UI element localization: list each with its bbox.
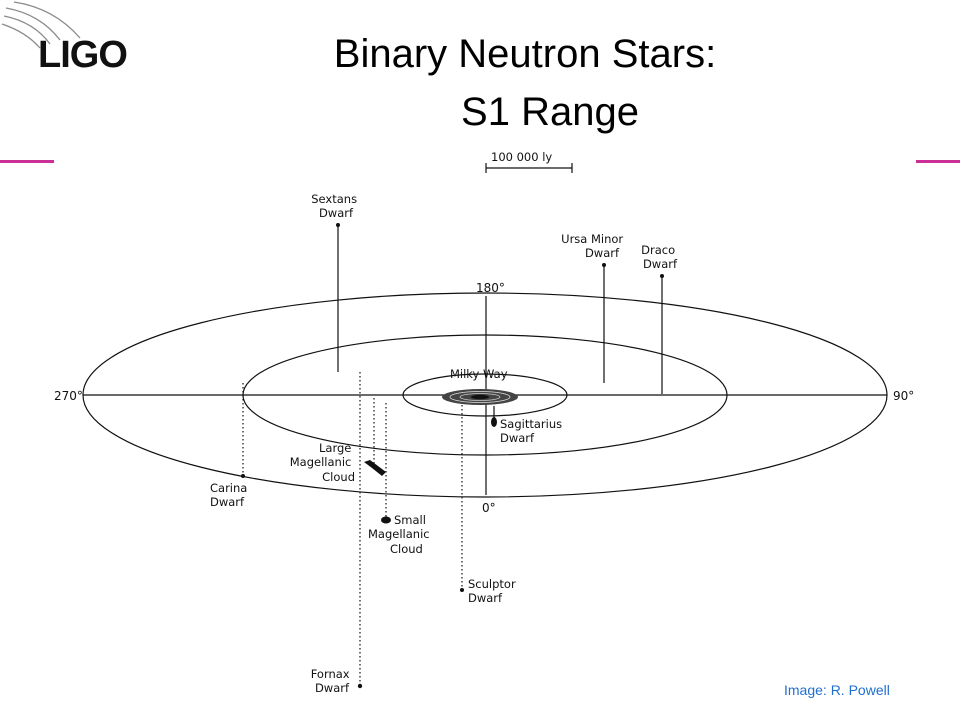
- ligo-logo: LIGO: [0, 0, 160, 100]
- sculptor-marker: [460, 588, 464, 592]
- ligo-logo-text: LIGO: [38, 34, 128, 76]
- milky-way-spiral: [442, 389, 518, 405]
- draco-label: Draco Dwarf: [641, 243, 679, 271]
- smc-marker: [381, 516, 391, 524]
- carina-label: Carina Dwarf: [210, 481, 251, 509]
- ursa-minor-marker: [602, 263, 606, 267]
- page-title-line-1: Binary Neutron Stars:: [333, 32, 717, 76]
- sextans-label: Sextans Dwarf: [311, 192, 360, 220]
- ursa-minor-label: Ursa Minor Dwarf: [561, 232, 627, 260]
- carina-marker: [241, 474, 245, 478]
- draco-marker: [660, 274, 664, 278]
- smc-label: Small Magellanic Cloud: [368, 513, 433, 556]
- compass-right-label: 90°: [893, 389, 914, 403]
- accent-rule-left: [0, 160, 54, 163]
- image-credit: Image: R. Powell: [784, 682, 890, 698]
- fornax-marker: [357, 683, 363, 689]
- sculptor-label: Sculptor Dwarf: [468, 577, 519, 605]
- accent-rule-right: [916, 160, 960, 163]
- fornax-label: Fornax Dwarf: [311, 667, 354, 695]
- compass-bottom-label: 0°: [482, 501, 496, 515]
- sagittarius-marker: [491, 417, 497, 427]
- scale-bar-label: 100 000 ly: [491, 150, 552, 164]
- lmc-label: Large Magellanic Cloud: [290, 441, 355, 484]
- sextans-marker: [336, 223, 340, 227]
- compass-top-label: 180°: [476, 281, 505, 295]
- page-title-line-2: S1 Range: [461, 90, 639, 134]
- compass-left-label: 270°: [54, 389, 83, 403]
- sagittarius-label: Sagittarius Dwarf: [500, 417, 566, 445]
- ligo-logo-arcs-icon: [1, 1, 81, 49]
- milky-way-label: Milky Way: [450, 367, 508, 381]
- lmc-marker: [364, 460, 386, 476]
